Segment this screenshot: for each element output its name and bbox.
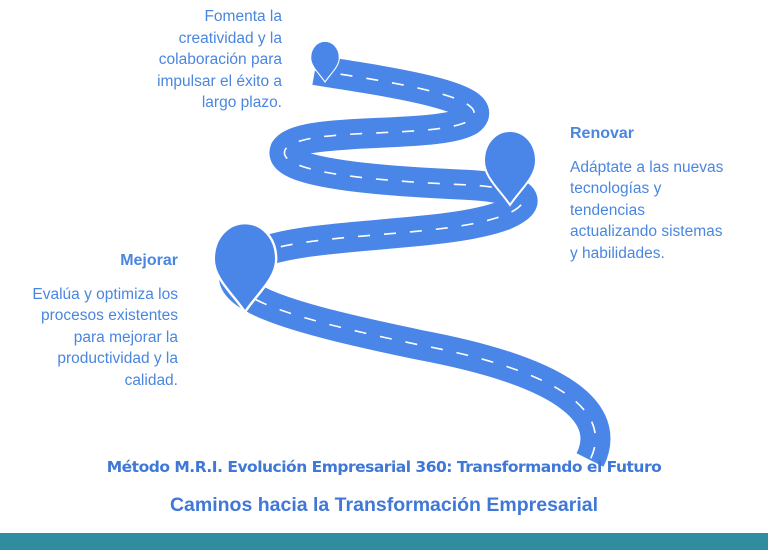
step-line: para mejorar la xyxy=(73,328,178,346)
bottom-color-bar xyxy=(0,533,768,550)
step-line: Evalúa y optimiza los xyxy=(32,285,178,303)
step-lines: Evalúa y optimiza los procesos existente… xyxy=(3,284,178,392)
road xyxy=(219,55,611,467)
step-line: tecnologías y xyxy=(570,180,662,197)
step-line: impulsar el éxito a xyxy=(157,72,282,90)
step-line: procesos existentes xyxy=(41,307,178,324)
step-line: actualizando sistemas xyxy=(570,223,723,240)
step-lines: Adáptate a las nuevas tecnologías y tend… xyxy=(570,157,760,265)
step-line: y habilidades. xyxy=(570,244,665,262)
road-center-dashes xyxy=(233,69,597,461)
location-pin-icon xyxy=(212,221,278,315)
step-description-top: Fomenta la creatividad y la colaboración… xyxy=(82,6,282,114)
step-line: calidad. xyxy=(124,371,178,389)
step-lines: Fomenta la creatividad y la colaboración… xyxy=(82,6,282,114)
location-pin-icon xyxy=(310,40,340,83)
step-renovar: Renovar Adáptate a las nuevas tecnología… xyxy=(570,123,760,264)
step-line: largo plazo. xyxy=(201,94,282,111)
diagram-title: Caminos hacia la Transformación Empresar… xyxy=(169,494,599,516)
step-line: productividad y la xyxy=(57,350,178,367)
step-line: Adáptate a las nuevas xyxy=(570,158,724,176)
diagram-subtitle: Método M.R.I. Evolución Empresarial 360:… xyxy=(106,458,662,476)
step-line: Fomenta la xyxy=(204,8,282,25)
step-title: Renovar xyxy=(570,125,635,142)
step-title: Mejorar xyxy=(120,252,178,269)
location-pin-icon xyxy=(482,129,538,207)
step-mejorar: Mejorar Evalúa y optimiza los procesos e… xyxy=(3,250,178,391)
step-line: tendencias xyxy=(570,201,645,219)
step-line: creatividad y la xyxy=(178,29,282,47)
step-line: colaboración para xyxy=(158,51,282,68)
